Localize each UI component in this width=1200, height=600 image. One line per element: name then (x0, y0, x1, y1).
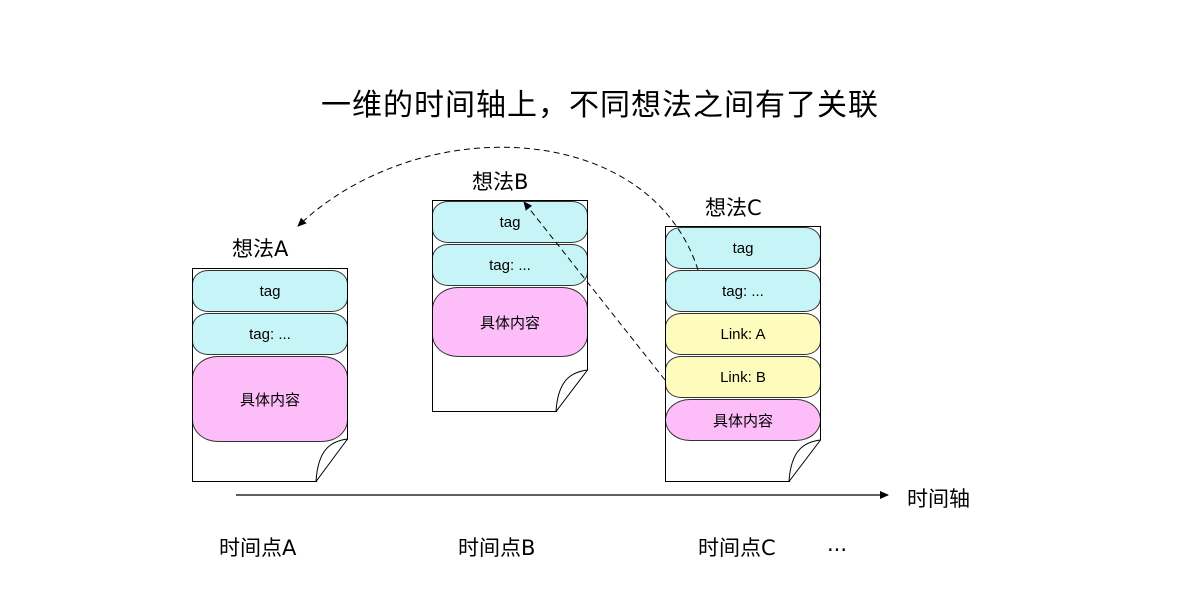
idea-c-label: 想法C (705, 196, 762, 220)
diagram-title: 一维的时间轴上，不同想法之间有了关联 (321, 88, 879, 123)
time-point-a: 时间点A (219, 536, 297, 560)
time-point-c: 时间点C (698, 536, 776, 560)
link-a-arrow (297, 146, 699, 271)
link-b-arrow (523, 201, 666, 381)
idea-b-label: 想法B (472, 170, 529, 194)
idea-a-label: 想法A (232, 237, 289, 261)
time-point-b: 时间点B (458, 536, 536, 560)
time-axis-label: 时间轴 (907, 487, 970, 511)
time-point-more: ... (827, 532, 848, 556)
